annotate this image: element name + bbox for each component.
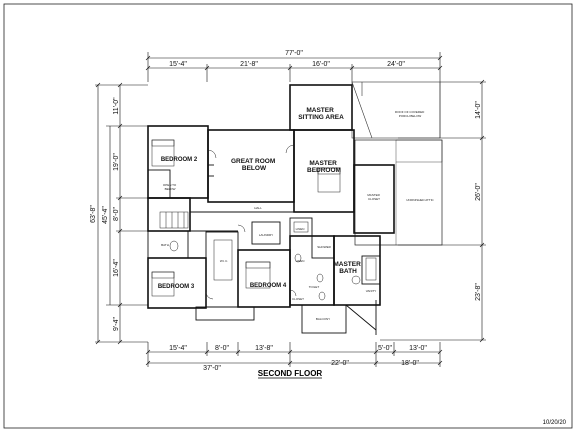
drawing-date: 10/20/20 <box>543 420 567 426</box>
master-bedroom-line2: BEDROOM <box>307 167 341 174</box>
dim-right-seg-2: 26'-0" <box>475 183 482 201</box>
label-master-sitting: MASTER SITTING AREA <box>298 107 344 121</box>
note-bath: BATH <box>161 243 169 247</box>
roof-note-line1: ROOF OF COVERED <box>395 110 425 114</box>
note-linen: LINEN <box>296 227 305 231</box>
open-below-line2: BELOW <box>165 187 176 191</box>
top-dimensions <box>145 52 443 82</box>
fixtures <box>151 139 377 301</box>
dim-bottom-seg-1: 15'-4" <box>169 345 187 352</box>
label-bedroom-3: BEDROOM 3 <box>158 284 195 290</box>
label-master-bath: MASTER BATH <box>333 261 362 275</box>
master-bedroom-line1: MASTER <box>309 160 337 167</box>
master-sitting-line2: SITTING AREA <box>298 114 344 121</box>
open-below-line1: OPEN TO <box>163 183 177 187</box>
dim-top-seg-4: 24'-0" <box>387 61 405 68</box>
master-bath-line1: MASTER <box>333 261 361 268</box>
dim-top-seg-3: 16'-0" <box>312 61 330 68</box>
label-bedroom-2: BEDROOM 2 <box>161 157 198 163</box>
right-dimensions <box>380 79 486 343</box>
dim-bottom-seg-2: 8'-0" <box>215 345 229 352</box>
secondary-walls <box>147 164 381 335</box>
dim-right-seg-3: 23'-8" <box>475 283 482 301</box>
note-master-closet: MASTER CLOSET <box>367 193 380 201</box>
master-bath-line2: BATH <box>339 268 357 275</box>
dim-left-seg-4: 16'-4" <box>113 259 120 277</box>
stairs <box>159 211 189 229</box>
dim-right-seg-1: 14'-0" <box>475 101 482 119</box>
unfinished-attic <box>354 139 443 246</box>
great-room-line1: GREAT ROOM <box>231 158 275 165</box>
dim-left-seg-3: 8'-0" <box>113 207 120 221</box>
dim-bottom-sub-mid: 22'-0" <box>331 360 349 367</box>
note-balcony: BALCONY <box>316 317 330 321</box>
dim-left-overall: 63'-8" <box>90 205 97 223</box>
dim-left-sub: 45'-4" <box>102 206 109 224</box>
dim-bottom-sub-left: 37'-0" <box>203 365 221 372</box>
dim-bottom-seg-4: 5'-0" <box>378 345 392 352</box>
great-room-line2: BELOW <box>242 165 267 172</box>
note-closet: CLOSET <box>292 297 304 301</box>
label-bedroom-4: BEDROOM 4 <box>250 283 287 289</box>
label-great-room: GREAT ROOM BELOW <box>231 158 277 172</box>
dim-left-seg-1: 11'-0" <box>113 97 120 115</box>
dim-top-overall: 77'-0" <box>285 50 303 57</box>
dim-left-seg-2: 19'-0" <box>113 153 120 171</box>
dim-top-seg-2: 21'-8" <box>240 61 258 68</box>
master-closet-line2: CLOSET <box>368 197 380 201</box>
master-sitting-line1: MASTER <box>306 107 334 114</box>
bottom-dimensions <box>145 342 443 367</box>
master-closet-line1: MASTER <box>367 193 380 197</box>
dim-bottom-seg-5: 13'-0" <box>409 345 427 352</box>
dim-bottom-seg-3: 13'-8" <box>255 345 273 352</box>
note-hall: HALL <box>254 206 262 210</box>
roof-note-line2: PORCH BELOW <box>399 114 422 118</box>
label-master-bedroom: MASTER BEDROOM <box>307 160 341 174</box>
main-walls <box>147 84 395 309</box>
dim-left-seg-5: 9'-4" <box>113 317 120 331</box>
note-open-to-below: OPEN TO BELOW <box>163 183 177 191</box>
dim-bottom-sub-right: 18'-0" <box>401 360 419 367</box>
note-linen-closet: LINEN <box>296 259 305 263</box>
roof-covered-porch-note: ROOF OF COVERED PORCH BELOW <box>395 110 425 118</box>
note-laundry: LAUNDRY <box>259 233 273 237</box>
drawing-title: SECOND FLOOR <box>258 369 323 378</box>
dim-top-seg-1: 15'-4" <box>169 61 187 68</box>
left-dimensions <box>95 82 148 345</box>
note-toilet: TOILET <box>309 285 320 289</box>
note-vanity: VANITY <box>366 289 377 293</box>
unfinished-attic-label: UNFINISHED ATTIC <box>406 198 434 202</box>
note-wic: W.I.C. <box>220 259 228 263</box>
sheet-border <box>3 3 573 429</box>
note-shower: SHOWER <box>317 245 331 249</box>
